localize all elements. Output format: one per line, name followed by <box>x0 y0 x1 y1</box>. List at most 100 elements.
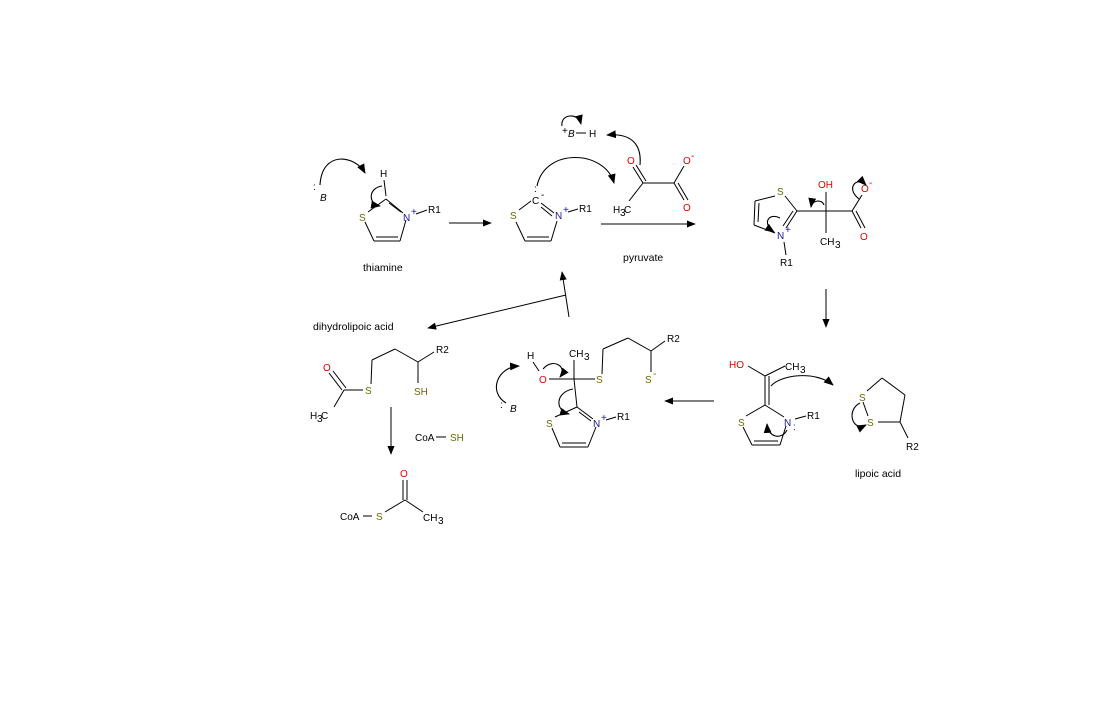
adduct-n-charge: + <box>785 225 791 236</box>
intermediate-r2: R2 <box>667 334 680 345</box>
base-label: B <box>320 193 327 204</box>
enamine-sulfur: S <box>738 418 745 429</box>
arrow-enamine-attack <box>770 375 834 387</box>
base-lone-pair: : <box>313 182 316 193</box>
dihydrolipoic-acid-label: dihydrolipoic acid <box>313 321 394 333</box>
thiamine-sulfur: S <box>359 213 366 224</box>
acetyl-coa-sulfur: S <box>376 512 383 523</box>
intermediate-h: H <box>527 351 534 362</box>
pyruvate-carbonyl-o: O <box>683 203 691 214</box>
acetyl-coa-methyl: CH <box>423 513 437 524</box>
intermediate-oxygen: O <box>539 375 547 386</box>
dihydrolipoic-sulfur: S <box>365 386 372 397</box>
arrow-proton-transfer <box>606 130 641 166</box>
arrow-ylide-attack <box>536 156 616 187</box>
enamine-hydroxyl: HO <box>729 360 744 371</box>
intermediate-methyl: CH <box>569 349 583 360</box>
ylide-sulfur: S <box>510 211 517 222</box>
bh-charge: + <box>562 126 568 137</box>
thiamine-nitrogen: N <box>403 213 410 224</box>
arrow-release-dihydrolipoic <box>427 294 567 330</box>
adduct-carbonyl-o: O <box>860 232 868 243</box>
arrow-decarboxylation <box>852 175 867 200</box>
adduct-r1: R1 <box>780 258 793 269</box>
coa-reagent-thiol: SH <box>450 433 464 444</box>
h-atom: H <box>380 169 387 180</box>
arrow-regenerate-ylide <box>559 271 570 318</box>
intermediate-methyl-sub: 3 <box>584 352 590 363</box>
acetyl-coa-molecule: O CH 3 S CoA <box>340 469 444 527</box>
ylide-nitrogen: N <box>555 211 562 222</box>
intermediate-r1: R1 <box>617 412 630 423</box>
acetyl-methyl-h: H <box>310 411 317 422</box>
intermediate-thiolate-charge: - <box>653 369 656 380</box>
pyruvate-carboxylate-o: O <box>683 156 691 167</box>
ylide-n-charge: + <box>563 205 569 216</box>
intermediate-ring-sulfur: S <box>546 419 553 430</box>
intermediate-base-lone-pair: : <box>500 400 503 411</box>
pyruvate-methyl-c: C <box>624 205 631 216</box>
thiamine-label: thiamine <box>363 262 403 274</box>
intermediate-sulfur-link: S <box>596 375 603 386</box>
intermediate-nitrogen: N <box>593 419 600 430</box>
ylide-c-charge: - <box>541 190 544 201</box>
adduct-hydroxyl: OH <box>818 180 833 191</box>
enamine-methyl: CH <box>785 362 799 373</box>
lipoic-sulfur-1: S <box>859 393 866 404</box>
enamine-n-lone-pair: : <box>793 422 796 433</box>
lipoic-r2: R2 <box>906 442 919 453</box>
adduct-nitrogen: N <box>777 231 784 242</box>
pyruvate-molecule: + B H O H 3 C O - O <box>561 114 694 219</box>
bh-base-label: B <box>568 129 575 140</box>
bh-h-atom: H <box>589 129 596 140</box>
pyruvate-ketone-o: O <box>627 156 635 167</box>
acetyl-coa-oxygen: O <box>400 469 408 480</box>
enamine-nitrogen: N <box>784 418 791 429</box>
adduct-carboxylate-o: O <box>861 184 869 195</box>
lipoic-sulfur-2: S <box>867 418 874 429</box>
thiamine-r1: R1 <box>428 205 441 216</box>
intermediate-n-charge: + <box>601 413 607 424</box>
pyruvate-methyl-h: H <box>613 205 620 216</box>
thioester-intermediate-molecule: : B H O CH 3 S R2 S - S N + R1 <box>495 334 680 448</box>
intermediate-thiolate: S <box>645 375 652 386</box>
acetyl-methyl-sub: 3 <box>317 414 323 425</box>
arrow-adduct-ring <box>764 215 781 233</box>
adduct-methyl-sub: 3 <box>835 240 841 251</box>
lipoic-acid-label: lipoic acid <box>855 468 901 480</box>
pyruvate-methyl-sub: 3 <box>620 208 626 219</box>
arrow-disulfide <box>851 402 867 433</box>
arrow-intermediate-ring <box>558 388 574 416</box>
thiamine-n-charge: + <box>411 207 417 218</box>
ylide-molecule: : C - S N + R1 <box>510 156 616 242</box>
acetyl-coa-coa: CoA <box>340 512 360 523</box>
pyruvate-label: pyruvate <box>623 252 663 264</box>
ylide-carbon: C <box>532 196 539 207</box>
ylide-lone-pair: : <box>534 184 537 195</box>
arrow-adduct-bond <box>808 197 825 208</box>
adduct-methyl: CH <box>820 237 834 248</box>
lipoic-acid-molecule: S S R2 lipoic acid <box>851 377 919 480</box>
intermediate-base-label: B <box>510 404 517 415</box>
enamine-methyl-sub: 3 <box>800 365 806 376</box>
dihydrolipoic-acid-molecule: dihydrolipoic acid O H 3 C S R2 SH <box>310 321 449 425</box>
coa-reagent: CoA <box>415 433 435 444</box>
enamine-molecule: HO CH 3 S N : R1 <box>729 360 834 446</box>
arrow-enamine-n <box>763 423 788 437</box>
acetyl-coa-methyl-sub: 3 <box>438 516 444 527</box>
adduct-sulfur: S <box>777 187 784 198</box>
acetyl-oxygen: O <box>323 363 331 374</box>
arrow-base-deprotonation <box>495 362 520 404</box>
enamine-r1: R1 <box>807 411 820 422</box>
ylide-r1: R1 <box>579 204 592 215</box>
pyruvate-o-charge: - <box>691 151 694 162</box>
pyruvate-adduct-molecule: S N + R1 OH CH 3 O - O <box>753 175 872 269</box>
adduct-o-charge: - <box>869 178 872 189</box>
thiamine-molecule: : B H S N + R1 thiamine <box>313 158 441 274</box>
arrow-oh-bond <box>542 363 569 378</box>
acetyl-methyl-c: C <box>321 411 328 422</box>
arrow-base-loop <box>561 114 583 127</box>
dihydrolipoic-thiol: SH <box>414 387 428 398</box>
